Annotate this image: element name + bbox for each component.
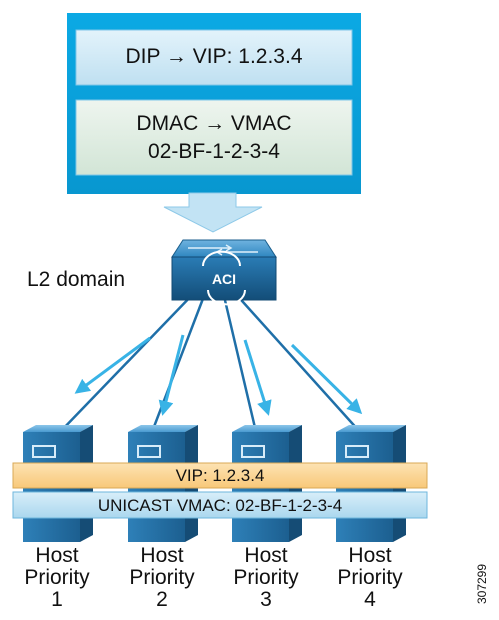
host-priority-value: 4 xyxy=(364,588,376,611)
host-label-line2: Priority xyxy=(233,566,299,589)
traffic-arrows xyxy=(74,334,363,416)
host-label-line2: Priority xyxy=(24,566,90,589)
host-label-line2: Priority xyxy=(129,566,195,589)
figure-id: 307299 xyxy=(475,563,489,605)
host-label-4: Host Priority 4 xyxy=(325,545,415,611)
host-label-3: Host Priority 3 xyxy=(221,545,311,611)
host-label-1: Host Priority 1 xyxy=(12,545,102,611)
host-label-line1: Host xyxy=(244,544,288,567)
vmac-bar xyxy=(12,491,428,519)
aci-switch-icon xyxy=(171,239,277,306)
l2-domain-label: L2 domain xyxy=(27,268,126,291)
aci-logo-text: ACI xyxy=(211,271,237,287)
packet-ip-rewrite-text: DIP → VIP: 1.2.3.4 xyxy=(125,45,303,68)
host-label-line1: Host xyxy=(348,544,392,567)
down-arrow-icon xyxy=(163,192,263,233)
vip-bar xyxy=(12,462,428,489)
packet-vmac-value-text: 02-BF-1-2-3-4 xyxy=(148,140,280,163)
host-priority-value: 1 xyxy=(51,588,63,611)
host-label-line1: Host xyxy=(140,544,184,567)
vmac-bar-text: UNICAST VMAC: 02-BF-1-2-3-4 xyxy=(97,496,343,515)
packet-mac-field xyxy=(75,99,353,176)
host-priority-value: 2 xyxy=(156,588,168,611)
vip-bar-text: VIP: 1.2.3.4 xyxy=(175,466,265,485)
packet-mac-rewrite-text: DMAC → VMAC xyxy=(136,112,292,135)
packet-ip-field xyxy=(75,29,353,86)
host-priority-value: 3 xyxy=(260,588,272,611)
host-label-2: Host Priority 2 xyxy=(117,545,207,611)
host-label-line2: Priority xyxy=(337,566,403,589)
packet-frame xyxy=(67,13,361,194)
switch-host-links xyxy=(59,291,361,433)
host-label-line1: Host xyxy=(35,544,79,567)
